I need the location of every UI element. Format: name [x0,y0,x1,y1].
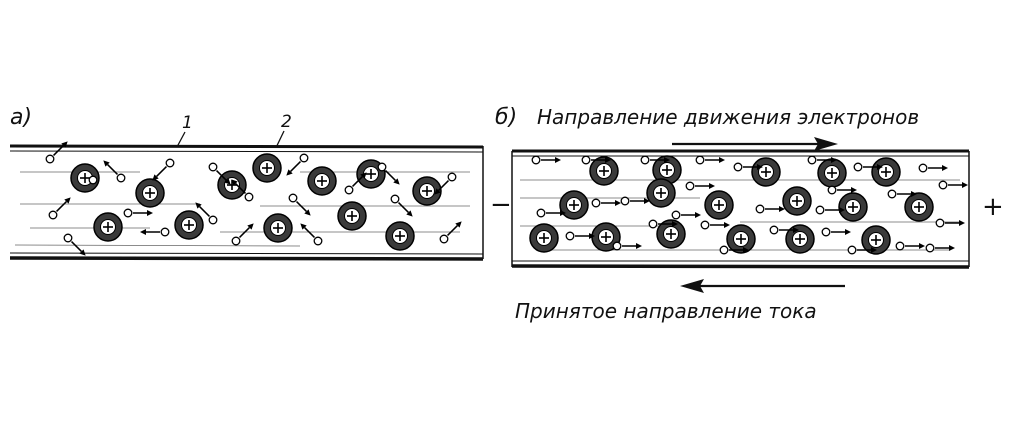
positive-ion-icon [529,223,559,253]
electron-icon [640,155,670,165]
electron-icon [847,245,877,255]
positive-ion-icon [263,213,293,243]
positive-ion-icon [385,221,415,251]
ions-panel-b [529,155,934,255]
electron-icon [63,233,86,256]
electrons-panel-a [45,141,462,256]
electron-icon [755,204,785,214]
electron-icon [815,205,845,215]
positive-ion-icon [252,153,282,183]
electron-icon [434,172,457,195]
electron-icon [612,241,642,251]
electron-direction-label: Направление движения электронов [537,105,919,129]
electron-icon [700,220,730,230]
electron-icon [300,223,323,246]
positive-ion-icon [412,176,442,206]
electron-icon [685,181,715,191]
electron-icon [895,241,925,251]
electron-icon [531,155,561,165]
electron-icon [140,227,170,237]
positive-ion-icon [838,192,868,222]
electron-icon [123,208,153,218]
electron-icon [195,202,218,225]
panel-b-label: б) [495,105,517,130]
electron-direction-arrow [672,137,838,151]
positive-ion-icon [307,166,337,196]
electron-icon [733,162,763,172]
current-direction-arrow [680,279,845,293]
marker-2: 2 [281,112,292,132]
electron-icon [719,245,749,255]
electron-icon [231,223,254,246]
electron-icon [807,155,837,165]
ions-panel-a [70,153,442,251]
positive-ion-icon [751,157,781,187]
electron-icon [581,155,611,165]
positive-ion-icon [135,178,165,208]
electron-icon [103,160,126,183]
electron-icon [925,243,955,253]
panel-a: а) 1 2 [9,105,484,261]
panel-b: б) Направление движения электронов [495,105,970,323]
electron-icon [648,219,678,229]
positive-ion-icon [785,224,815,254]
plus-sign: + [982,192,1004,222]
minus-sign: − [490,190,512,220]
electron-icon [821,227,851,237]
positive-ion-icon [646,178,676,208]
electron-icon [288,193,311,216]
marker-1: 1 [182,113,193,133]
positive-ion-icon [726,224,756,254]
electron-icon [344,172,367,195]
electron-icon [935,218,965,228]
electron-icon [853,162,883,172]
electron-icon [565,231,595,241]
electron-icon [918,163,948,173]
electron-icon [390,194,413,217]
current-direction-label: Принятое направление тока [515,299,817,323]
electron-icon [827,185,857,195]
positive-ion-icon [704,190,734,220]
electron-icon [88,175,98,185]
positive-ion-icon [174,210,204,240]
electron-icon [769,225,799,235]
electron-icon [591,198,621,208]
electron-icon [231,179,254,202]
electron-icon [938,180,968,190]
electron-icon [152,158,175,181]
electron-icon [208,162,231,185]
positive-ion-icon [337,201,367,231]
electrons-panel-b [531,155,968,255]
positive-ion-icon [559,190,589,220]
electron-icon [620,196,650,206]
panel-a-label: а) [10,105,32,130]
positive-ion-icon [70,163,100,193]
electron-icon [48,197,71,220]
electron-icon [286,153,309,176]
positive-ion-icon [652,155,682,185]
electron-icon [695,155,725,165]
electron-icon [377,162,400,185]
electron-icon [887,189,917,199]
electron-icon [671,210,701,220]
positive-ion-icon [861,225,891,255]
positive-ion-icon [782,186,812,216]
positive-ion-icon [656,219,686,249]
positive-ion-icon [817,158,847,188]
positive-ion-icon [589,156,619,186]
electron-icon [45,141,68,164]
electron-icon [536,208,566,218]
positive-ion-icon [871,157,901,187]
positive-ion-icon [904,192,934,222]
electron-icon [439,221,462,244]
positive-ion-icon [93,212,123,242]
